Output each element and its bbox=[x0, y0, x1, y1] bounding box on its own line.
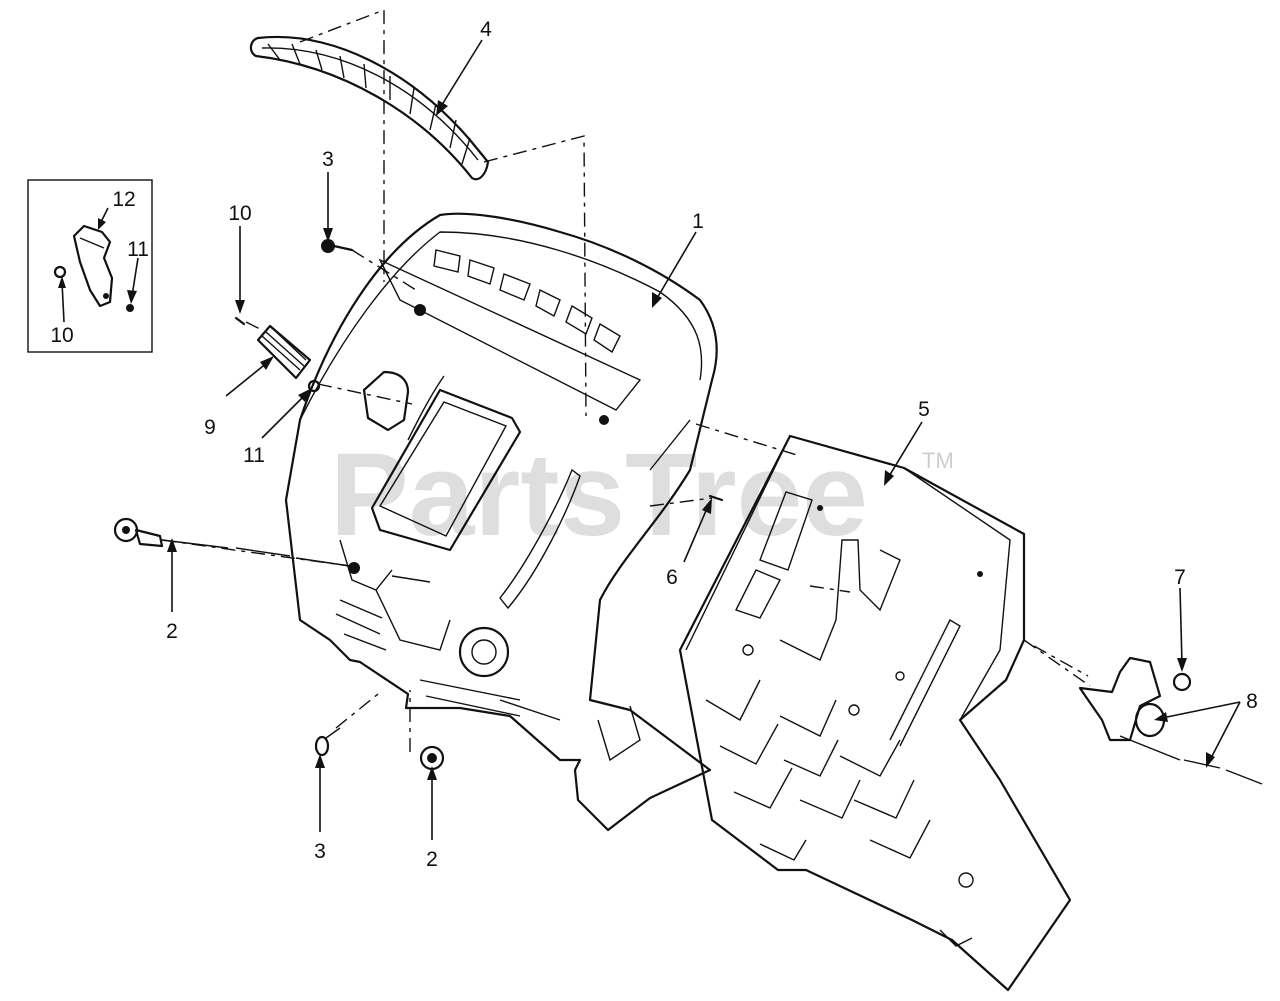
watermark: PartsTree TM bbox=[330, 429, 954, 561]
callout-8: 8 bbox=[1246, 690, 1258, 713]
watermark-trademark: TM bbox=[922, 448, 954, 473]
callout-4: 4 bbox=[480, 18, 492, 41]
callout-3-upper: 3 bbox=[322, 148, 334, 171]
callout-2-nut: 2 bbox=[426, 848, 438, 871]
inset-detail bbox=[27, 179, 153, 353]
callout-3-lower: 3 bbox=[314, 840, 326, 863]
part-11-nut bbox=[307, 379, 321, 393]
part-2-nut bbox=[419, 745, 445, 771]
part-4-grille bbox=[249, 35, 490, 181]
callout-9: 9 bbox=[204, 416, 216, 439]
callout-10-main: 10 bbox=[228, 202, 251, 225]
leader-lines bbox=[58, 39, 1241, 840]
part-2-cable bbox=[113, 517, 360, 574]
callout-7: 7 bbox=[1174, 566, 1186, 589]
callout-2-cable: 2 bbox=[166, 620, 178, 643]
callout-11-inset: 11 bbox=[127, 238, 149, 261]
part-7-nut bbox=[1172, 672, 1192, 692]
callout-6: 6 bbox=[666, 566, 678, 589]
part-3-screw-upper bbox=[321, 239, 354, 253]
part-10-screw bbox=[234, 316, 246, 326]
assembly-lines bbox=[161, 8, 1091, 752]
callout-12: 12 bbox=[112, 188, 135, 211]
callout-labels: 1 2 2 3 3 4 5 6 7 8 9 10 10 11 11 12 bbox=[50, 18, 1258, 871]
callout-1: 1 bbox=[692, 210, 704, 233]
part-9-switch bbox=[256, 324, 312, 380]
callout-10-inset: 10 bbox=[50, 324, 73, 347]
watermark-brand: PartsTree bbox=[330, 429, 868, 561]
part-6-pin bbox=[708, 494, 724, 502]
callout-11-main: 11 bbox=[243, 444, 265, 467]
part-3-screw-lower bbox=[314, 727, 341, 757]
part-8-bracket bbox=[1078, 656, 1263, 785]
part-1-dash-panel bbox=[284, 212, 718, 832]
callout-5: 5 bbox=[918, 398, 930, 421]
part-5-support-frame bbox=[678, 434, 1072, 992]
